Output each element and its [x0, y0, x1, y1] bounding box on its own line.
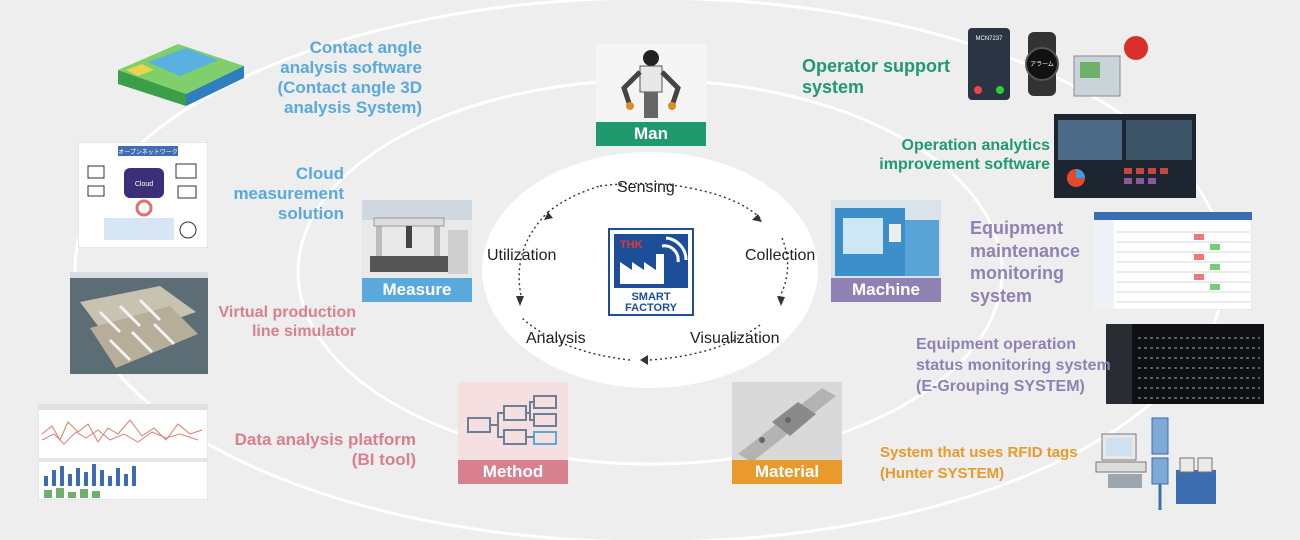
label-line: Data analysis platform: [234, 430, 416, 449]
phone-code-text: MCN7237: [975, 36, 1003, 42]
equipment-maintenance-screenshot: [1094, 212, 1252, 310]
cycle-analysis: Analysis: [526, 330, 586, 347]
robot-image: [596, 44, 706, 124]
logo-smart-text: SMART: [631, 291, 670, 303]
label-data-platform: Data analysis platform (BI tool): [235, 430, 416, 470]
cycle-sensing: Sensing: [617, 179, 675, 196]
label-line: analysis System): [284, 97, 422, 117]
label-virtual-line: Virtual production line simulator: [219, 304, 356, 341]
label-line: Operation analytics: [901, 137, 1051, 154]
label-line: improvement software: [879, 155, 1050, 173]
label-operation-analytics: Operation analytics improvement software: [879, 137, 1050, 174]
logo-factory-text: FACTORY: [625, 302, 678, 314]
operation-analytics-screenshot: [1054, 114, 1196, 198]
virtual-line-screenshot: [70, 272, 208, 374]
label-rfid-system: System that uses RFID tags (Hunter SYSTE…: [880, 442, 1078, 484]
tile-measure: Measure: [362, 200, 472, 302]
category-material-label: Material: [732, 460, 842, 484]
label-operator-support: Operator support system: [802, 56, 950, 98]
tile-method: Method: [458, 382, 568, 484]
cycle-collection: Collection: [745, 247, 816, 264]
tile-material: Material: [732, 382, 842, 484]
label-line: Virtual production: [218, 304, 356, 321]
category-machine-label: Machine: [831, 278, 941, 302]
cloud-diagram-cloud-label: Cloud: [135, 181, 153, 188]
label-line: analysis software: [280, 57, 422, 77]
category-method-label: Method: [458, 460, 568, 484]
smart-factory-logo: THK SMART FACTORY: [608, 228, 694, 316]
category-man-label: Man: [596, 122, 706, 146]
cloud-measurement-diagram: オープンネットワーク Cloud: [78, 142, 208, 248]
label-line: Equipment operation: [916, 336, 1076, 353]
bi-tool-screenshot: [38, 404, 208, 500]
label-line: System that uses RFID tags: [880, 444, 1078, 461]
label-line: Operator support: [802, 56, 951, 76]
label-line: (Hunter SYSTEM): [880, 465, 1005, 482]
cycle-visualization: Visualization: [690, 330, 780, 347]
cycle-arrows: [518, 182, 789, 361]
cloud-diagram-title: オープンネットワーク: [118, 149, 178, 156]
label-line: maintenance: [970, 240, 1081, 261]
label-line: (BI tool): [351, 449, 416, 469]
label-line: Equipment: [970, 218, 1063, 238]
watch-text: アラーム: [1030, 61, 1054, 68]
tile-machine: Machine: [831, 200, 941, 302]
label-line: (Contact angle 3D: [277, 77, 422, 97]
measuring-machine-image: [362, 200, 472, 280]
label-equipment-maintenance: Equipment maintenance monitoring system: [970, 217, 1080, 307]
label-line: Cloud: [295, 164, 344, 183]
machine-tool-image: [831, 200, 941, 280]
tile-man: Man: [596, 44, 706, 146]
label-line: measurement: [233, 183, 344, 203]
linear-guide-image: [732, 382, 842, 462]
e-grouping-screenshot: [1106, 324, 1264, 404]
label-contact-angle: Contact angle analysis software (Contact…: [277, 38, 422, 118]
label-line: system: [970, 285, 1033, 306]
contact-angle-3d-image: [118, 44, 244, 106]
label-line: line simulator: [251, 322, 356, 340]
label-equipment-operation: Equipment operation status monitoring sy…: [916, 335, 1111, 397]
category-measure-label: Measure: [362, 278, 472, 302]
label-line: system: [802, 77, 865, 98]
label-line: (E-Grouping SYSTEM): [916, 377, 1085, 395]
logo-thk-text: THK: [620, 239, 643, 251]
label-line: Contact angle: [309, 38, 422, 57]
operator-devices-image: MCN7237 アラーム: [968, 28, 1148, 100]
rfid-system-image: [1095, 417, 1216, 510]
label-line: status monitoring system: [916, 356, 1111, 374]
cycle-utilization: Utilization: [487, 247, 557, 264]
label-line: monitoring: [970, 263, 1064, 283]
label-cloud-measurement: Cloud measurement solution: [233, 164, 344, 224]
flowchart-icon: [467, 395, 557, 445]
label-line: solution: [277, 203, 344, 223]
